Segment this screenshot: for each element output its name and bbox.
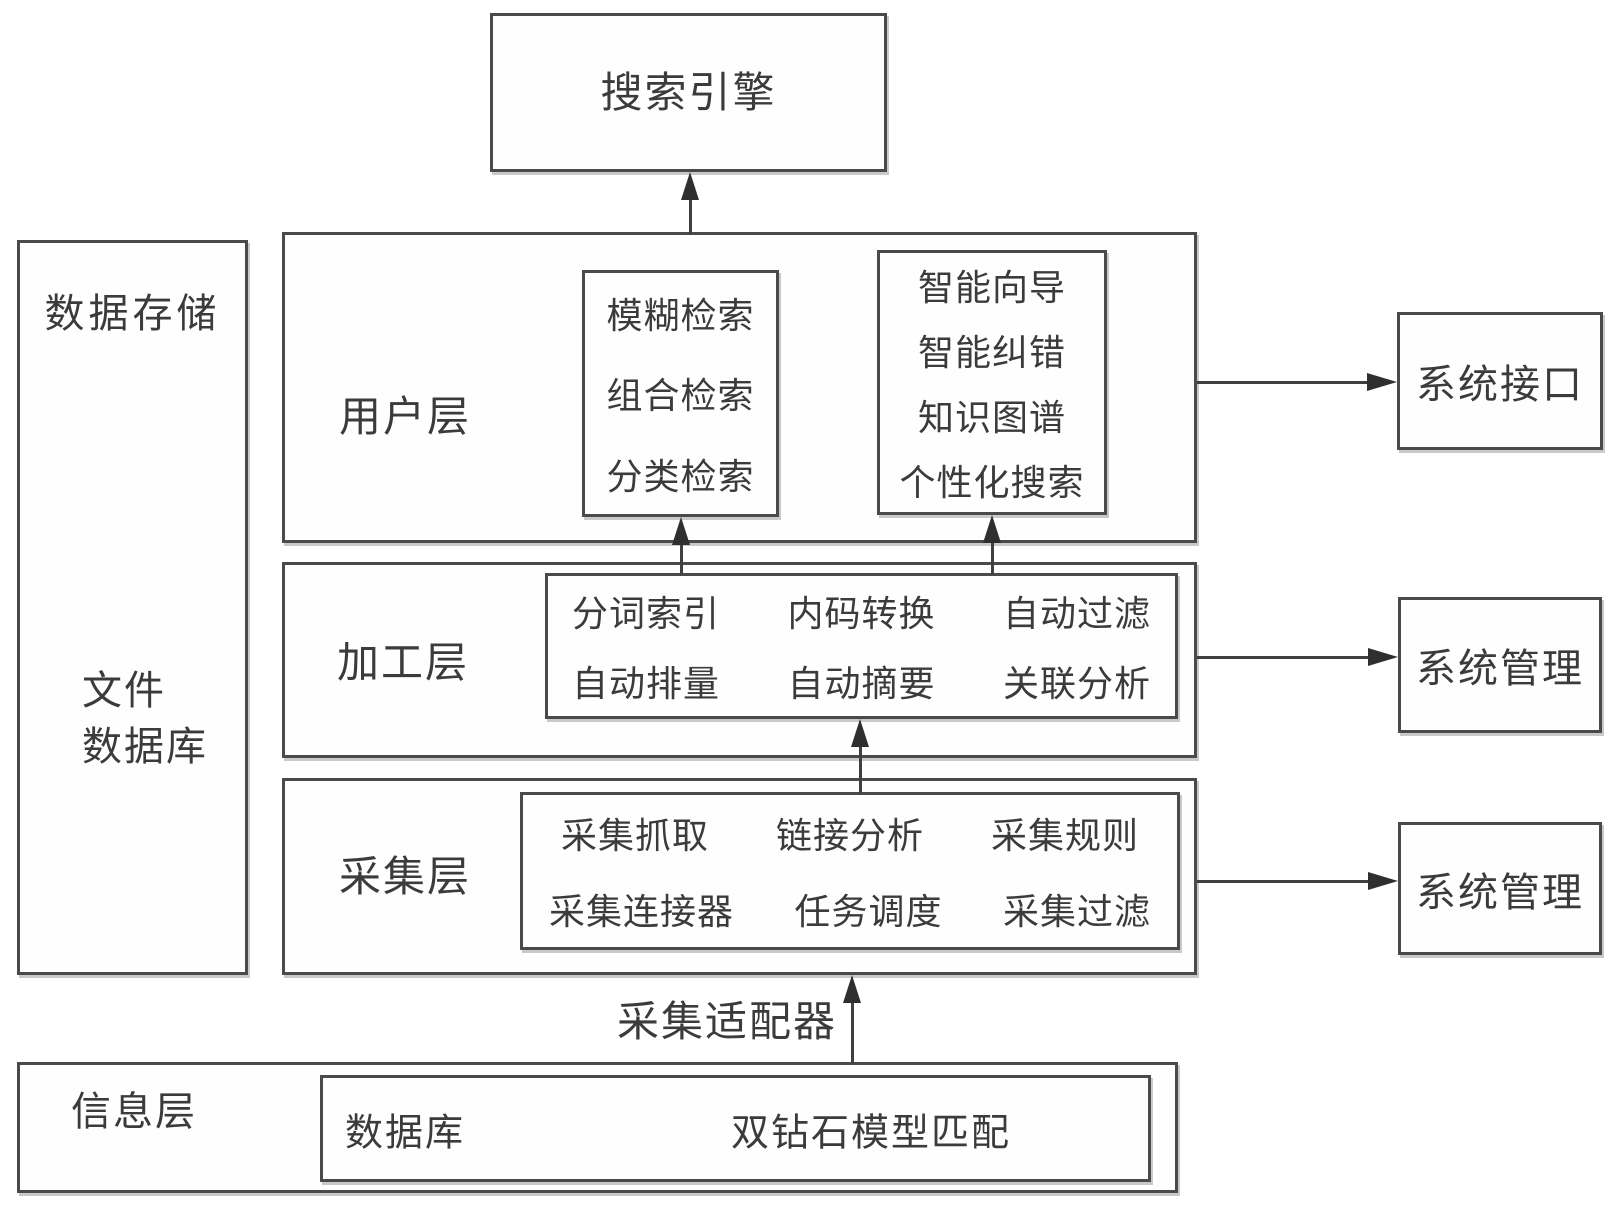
collection-item: 链接分析 (775, 815, 924, 856)
info-inner-box: 数据库 双钻石模型匹配 (320, 1075, 1151, 1182)
user-layer-label: 用户层 (338, 393, 471, 440)
collection-item: 采集规则 (990, 815, 1139, 856)
retrieval-item: 分类检索 (606, 455, 755, 497)
processing-layer-label: 加工层 (336, 639, 469, 686)
smart-item: 智能向导 (917, 267, 1066, 309)
processing-item: 自动摘要 (787, 663, 936, 704)
system-management-bottom-label: 系统管理 (1416, 870, 1584, 915)
collection-item: 采集连接器 (549, 891, 735, 932)
system-management-top-box: 系统管理 (1398, 597, 1602, 733)
database-label: 数据库 (345, 1112, 466, 1154)
collection-item: 采集过滤 (1002, 891, 1151, 932)
smart-item: 知识图谱 (917, 396, 1066, 438)
info-layer-label: 信息层 (71, 1090, 197, 1134)
processing-items-box: 分词索引 内码转换 自动过滤 自动排量 自动摘要 关联分析 (545, 573, 1178, 719)
retrieval-items-box: 模糊检索 组合检索 分类检索 (582, 270, 779, 517)
processing-item: 内码转换 (787, 593, 936, 634)
system-interface-box: 系统接口 (1397, 312, 1603, 450)
processing-item: 自动排量 (572, 663, 721, 704)
search-engine-label: 搜索引擎 (600, 68, 777, 116)
system-management-top-label: 系统管理 (1416, 647, 1584, 691)
file-database-label: 文件 数据库 (82, 663, 208, 775)
retrieval-item: 模糊检索 (606, 295, 755, 337)
file-database-line1: 文件 (82, 669, 166, 713)
smart-item: 个性化搜索 (899, 461, 1085, 503)
collection-item: 任务调度 (794, 891, 943, 932)
system-management-bottom-box: 系统管理 (1398, 822, 1602, 955)
data-storage-box: 数据存储 文件 数据库 (17, 240, 248, 975)
collection-items-box: 采集抓取 链接分析 采集规则 采集连接器 任务调度 采集过滤 (520, 792, 1180, 950)
collection-layer-label: 采集层 (338, 853, 471, 900)
processing-item: 分词索引 (572, 593, 721, 634)
smart-items-box: 智能向导 智能纠错 知识图谱 个性化搜索 (877, 250, 1107, 515)
system-interface-label: 系统接口 (1416, 363, 1584, 407)
search-engine-box: 搜索引擎 (490, 13, 887, 172)
processing-item: 自动过滤 (1002, 593, 1151, 634)
processing-item: 关联分析 (1002, 663, 1151, 704)
data-storage-title: 数据存储 (44, 292, 221, 336)
retrieval-item: 组合检索 (606, 375, 755, 417)
collection-adapter-label: 采集适配器 (617, 998, 838, 1045)
model-matching-label: 双钻石模型匹配 (731, 1112, 1012, 1154)
file-database-line2: 数据库 (82, 725, 208, 769)
collection-item: 采集抓取 (561, 815, 710, 856)
smart-item: 智能纠错 (917, 332, 1066, 374)
